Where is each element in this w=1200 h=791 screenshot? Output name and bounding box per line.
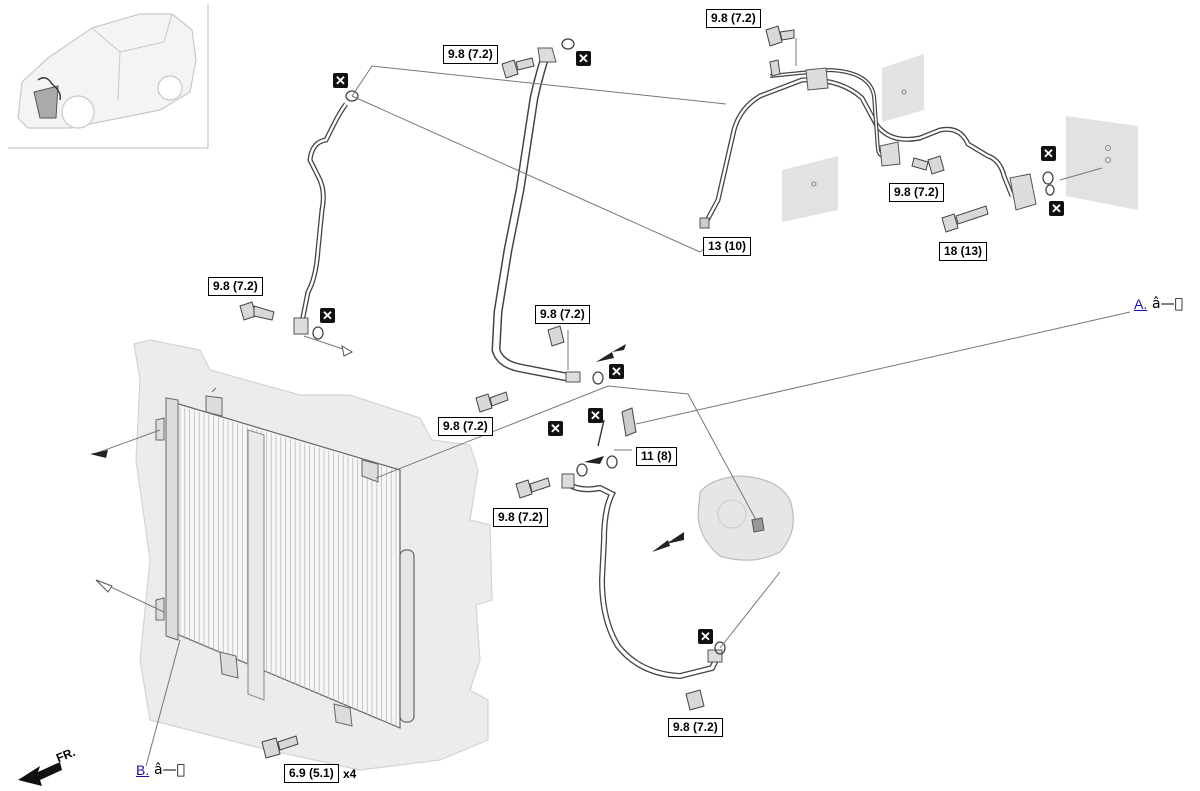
- front-arrow-icon: [18, 762, 62, 786]
- nonreusable-mark-icon: ✕: [588, 408, 603, 423]
- reference-glyph: â—￾: [154, 762, 185, 778]
- nonreusable-mark-icon: ✕: [548, 421, 563, 436]
- torque-label: 9.8 (7.2): [208, 277, 263, 296]
- torque-label: 13 (10): [703, 237, 752, 256]
- torque-label: 18 (13): [939, 242, 988, 261]
- body-panel-shading: [782, 54, 1138, 222]
- panel-holes: [811, 89, 1111, 187]
- torque-label: 9.8 (7.2): [493, 508, 548, 527]
- torque-label: 9.8 (7.2): [889, 183, 944, 202]
- bolts: [239, 25, 989, 759]
- vehicle-locator-inset: [8, 4, 209, 149]
- nonreusable-mark-icon: ✕: [609, 364, 624, 379]
- torque-label: 6.9 (5.1): [284, 764, 339, 783]
- torque-label: 9.8 (7.2): [443, 45, 498, 64]
- nonreusable-mark-icon: ✕: [576, 51, 591, 66]
- quantity-label: x4: [343, 767, 357, 781]
- suction-hose-center: [491, 38, 604, 385]
- torque-label: 9.8 (7.2): [706, 9, 761, 28]
- evaporator-pipe-assembly: [699, 67, 1055, 229]
- nonreusable-mark-icon: ✕: [320, 308, 335, 323]
- torque-label: 9.8 (7.2): [535, 305, 590, 324]
- torque-label: 9.8 (7.2): [438, 417, 493, 436]
- condenser-core: [155, 387, 415, 729]
- discharge-hose-lower: [561, 455, 726, 680]
- reference-link-a[interactable]: A.: [1134, 296, 1148, 312]
- nonreusable-mark-icon: ✕: [333, 73, 348, 88]
- nonreusable-mark-icon: ✕: [1049, 201, 1064, 216]
- torque-label: 11 (8): [636, 447, 677, 466]
- torque-label: 9.8 (7.2): [668, 718, 723, 737]
- nonreusable-mark-icon: ✕: [1041, 146, 1056, 161]
- direction-arrows: [90, 344, 684, 593]
- discharge-pipe-left: [293, 90, 359, 340]
- reference-link-b[interactable]: B.: [136, 762, 150, 778]
- compressor: [697, 475, 794, 561]
- pressure-sensor: [597, 407, 637, 447]
- nonreusable-mark-icon: ✕: [698, 629, 713, 644]
- reference-glyph: â—￾: [1152, 296, 1183, 312]
